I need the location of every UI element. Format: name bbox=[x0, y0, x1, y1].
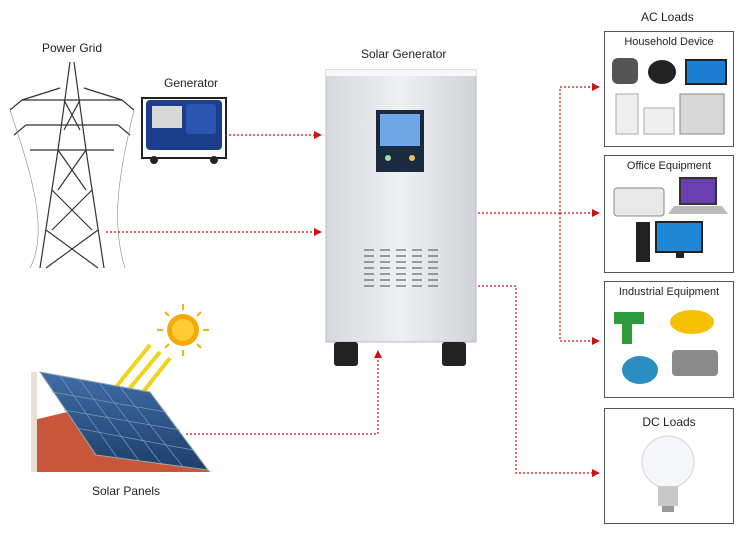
connectors bbox=[106, 83, 600, 477]
sun-icon bbox=[110, 304, 209, 408]
office-equipment-title: Office Equipment bbox=[626, 160, 712, 172]
solar-panels-icon bbox=[31, 371, 210, 472]
power-grid-label: Power Grid bbox=[42, 41, 103, 55]
dc-loads-title: DC Loads bbox=[642, 415, 696, 429]
industrial-equipment-title: Industrial Equipment bbox=[618, 286, 720, 298]
solar-generator-cabinet-icon bbox=[325, 69, 477, 366]
solar-generator-label: Solar Generator bbox=[361, 47, 447, 61]
connector-solar-to-dc bbox=[478, 285, 600, 477]
connector-panels-to-solar bbox=[186, 350, 382, 435]
household-device-title: Household Device bbox=[624, 36, 714, 48]
solar-panels-label: Solar Panels bbox=[92, 484, 161, 498]
ac-loads-label: AC Loads bbox=[641, 10, 694, 24]
office-equipment-icon bbox=[613, 177, 728, 262]
connector-solar-to-ac bbox=[478, 86, 598, 342]
generator-label: Generator bbox=[164, 76, 219, 90]
industrial-equipment-icon bbox=[614, 310, 718, 384]
household-devices-icon bbox=[612, 58, 727, 135]
generator-icon bbox=[141, 97, 227, 164]
dc-bulb-icon bbox=[641, 435, 695, 512]
power-tower-icon bbox=[9, 61, 135, 269]
